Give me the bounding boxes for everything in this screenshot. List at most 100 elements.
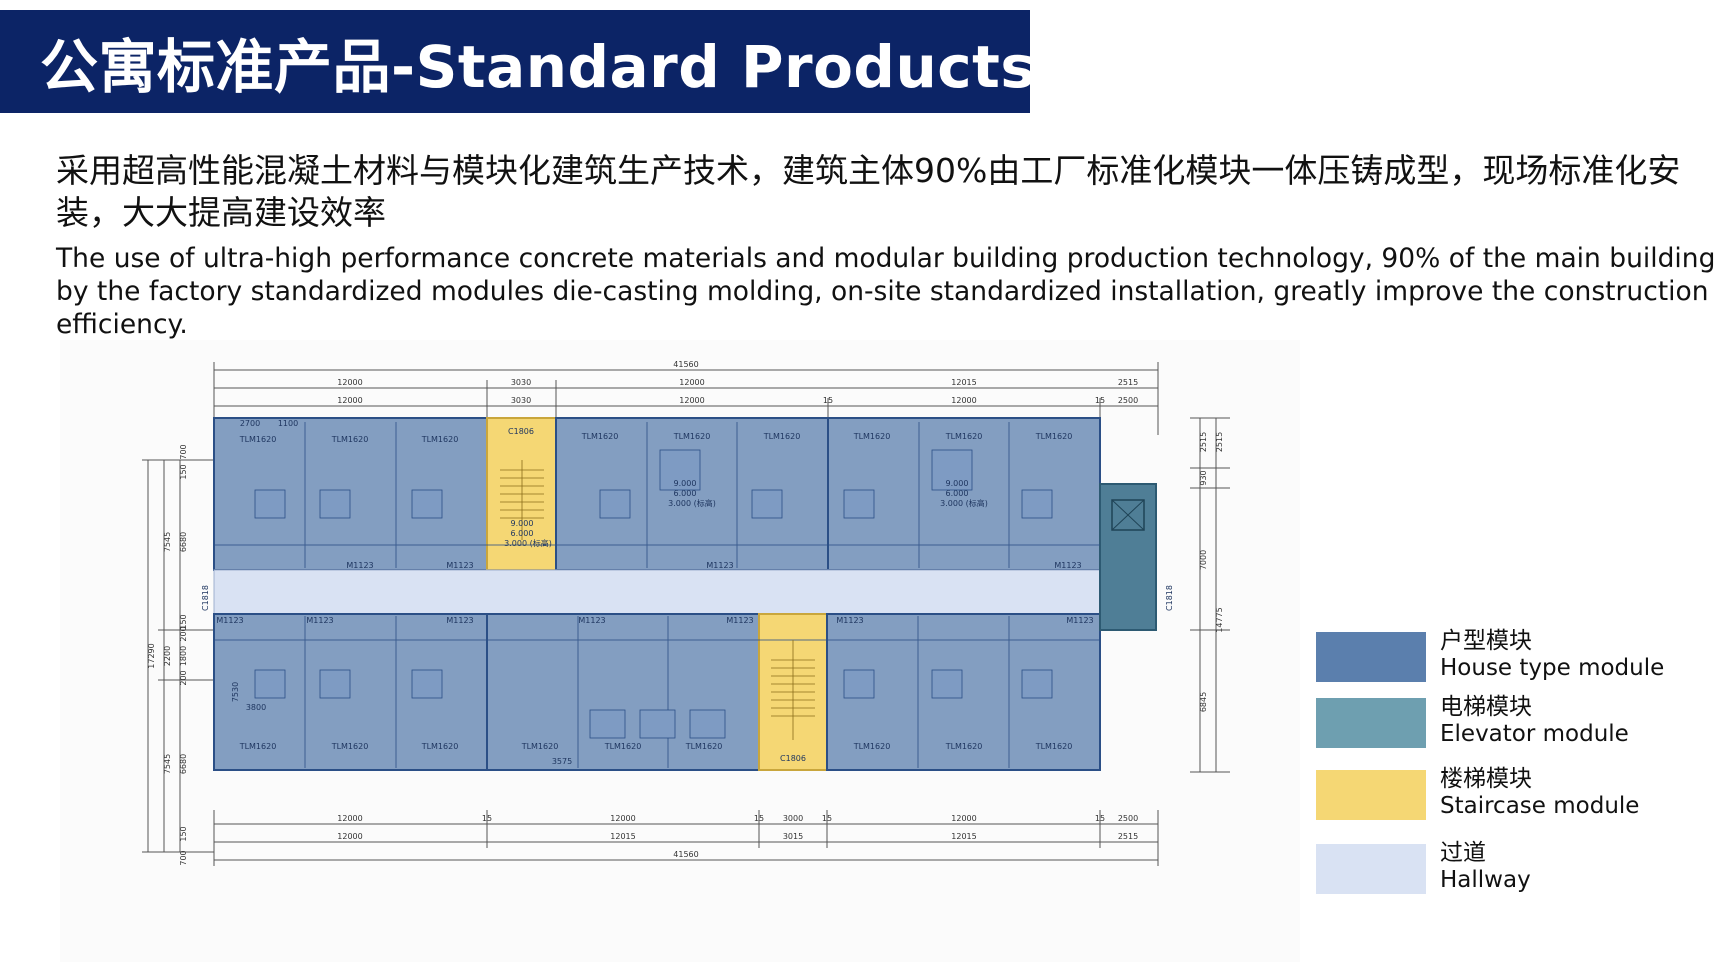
room-label-l8: TLM1620 — [945, 742, 983, 751]
dim-3575: 3575 — [552, 757, 572, 766]
elevator-label: C1818 — [1165, 585, 1174, 611]
elev-room-a-2: 3.000 (标高) — [668, 498, 716, 508]
left-dim-4: 150 — [179, 614, 188, 629]
bottom-dim-r2-3: 12015 — [951, 832, 976, 841]
legend-item-elevator: 电梯模块 Elevator module — [1316, 694, 1716, 750]
door-label-u3: M1123 — [706, 561, 733, 570]
legend-swatch-staircase — [1316, 770, 1426, 820]
dim-1100: 1100 — [278, 419, 298, 428]
right-dim-1: 2515 — [1215, 432, 1224, 452]
legend-hallway-en: Hallway — [1440, 867, 1531, 893]
door-label-u2: M1123 — [446, 561, 473, 570]
left-dim-1: 150 — [179, 464, 188, 479]
furniture — [254, 449, 1053, 739]
legend-swatch-elevator — [1316, 698, 1426, 748]
bottom-dim-r2-0: 12000 — [337, 832, 362, 841]
elev-stair-0: 9.000 — [511, 519, 534, 528]
bottom-dim-total: 41560 — [673, 850, 698, 859]
room-label-u7: TLM1620 — [853, 432, 891, 441]
elev-room-b-1: 6.000 — [946, 489, 969, 498]
door-label-l4: M1123 — [578, 616, 605, 625]
elev-room-b-0: 9.000 — [946, 479, 969, 488]
left-dimensions — [142, 459, 214, 853]
stair-treads — [500, 460, 815, 740]
right-dim-4: 14775 — [1215, 607, 1224, 632]
room-label-u6: TLM1620 — [763, 432, 801, 441]
elevator-module — [1099, 483, 1157, 631]
legend-house-en: House type module — [1440, 655, 1665, 681]
top-dim-r1-3: 12015 — [951, 378, 976, 387]
top-dim-r1-4: 2515 — [1118, 378, 1138, 387]
door-label-l2: M1123 — [306, 616, 333, 625]
door-label-l1: M1123 — [216, 616, 243, 625]
page-title: 公寓标准产品-Standard Products — [40, 32, 1036, 101]
elev-room-b-2: 3.000 (标高) — [940, 498, 988, 508]
legend-item-house: 户型模块 House type module — [1316, 628, 1716, 684]
room-label-u1: TLM1620 — [239, 435, 277, 444]
dim-3800: 3800 — [246, 703, 266, 712]
room-label-l3: TLM1620 — [421, 742, 459, 751]
left-dim-3: 7545 — [163, 532, 172, 552]
top-dim-r2-0: 12000 — [337, 396, 362, 405]
bottom-dim-r2-4: 2515 — [1118, 832, 1138, 841]
top-dim-r2-6: 2500 — [1118, 396, 1138, 405]
room-label-l1: TLM1620 — [239, 742, 277, 751]
top-dimensions — [213, 362, 1159, 435]
bottom-dim-r2-1: 12015 — [610, 832, 635, 841]
left-dim-8: 2200 — [163, 646, 172, 666]
door-label-u4: M1123 — [1054, 561, 1081, 570]
room-label-l4: TLM1620 — [521, 742, 559, 751]
left-dim-10: 6680 — [179, 754, 188, 774]
top-dim-r1-0: 12000 — [337, 378, 362, 387]
bottom-dim-r1-5: 15 — [822, 814, 832, 823]
elevator-shaft — [1111, 499, 1145, 531]
left-dim-13: 700 — [179, 850, 188, 865]
dim-7530: 7530 — [231, 682, 240, 702]
elev-room-a-1: 6.000 — [674, 489, 697, 498]
elev-stair-2: 3.000 (标高) — [504, 538, 552, 548]
legend-hallway-cn: 过道 — [1440, 840, 1486, 866]
door-label-u1: M1123 — [346, 561, 373, 570]
room-label-l9: TLM1620 — [1035, 742, 1073, 751]
room-label-u2: TLM1620 — [331, 435, 369, 444]
bottom-dimensions — [213, 810, 1159, 866]
right-dimensions — [1190, 417, 1230, 773]
room-label-l2: TLM1620 — [331, 742, 369, 751]
room-label-u4: TLM1620 — [581, 432, 619, 441]
door-label-l3: M1123 — [446, 616, 473, 625]
right-dim-3: 7000 — [1199, 550, 1208, 570]
legend-elevator-cn: 电梯模块 — [1440, 694, 1532, 720]
bottom-dim-r1-1: 15 — [482, 814, 492, 823]
elev-room-a-0: 9.000 — [674, 479, 697, 488]
left-dim-7: 200 — [179, 670, 188, 685]
bottom-dim-r1-7: 15 — [1095, 814, 1105, 823]
right-dim-0: 2515 — [1199, 432, 1208, 452]
legend-swatch-hallway — [1316, 844, 1426, 894]
bottom-dim-r1-0: 12000 — [337, 814, 362, 823]
elev-stair-1: 6.000 — [511, 529, 534, 538]
staircase-bottom-label: C1806 — [780, 754, 806, 763]
left-dim-5: 200 — [179, 626, 188, 641]
door-label-l6: M1123 — [836, 616, 863, 625]
top-dim-r2-2: 12000 — [679, 396, 704, 405]
room-partitions — [214, 422, 1100, 768]
bottom-dim-r1-4: 3000 — [783, 814, 803, 823]
right-dim-5: 6845 — [1199, 692, 1208, 712]
room-label-u5: TLM1620 — [673, 432, 711, 441]
legend-item-staircase: 楼梯模块 Staircase module — [1316, 766, 1716, 822]
top-dim-r2-4: 12000 — [951, 396, 976, 405]
description-english: The use of ultra-high performance concre… — [56, 243, 1716, 340]
top-dim-r1-1: 3030 — [511, 378, 531, 387]
left-dim-12: 150 — [179, 826, 188, 841]
bottom-dim-r1-2: 12000 — [610, 814, 635, 823]
right-dim-2: 930 — [1199, 470, 1208, 485]
legend-house-cn: 户型模块 — [1440, 628, 1532, 654]
top-dim-r2-3: 15 — [823, 396, 833, 405]
room-label-u8: TLM1620 — [945, 432, 983, 441]
top-dim-r1-2: 12000 — [679, 378, 704, 387]
bottom-dim-r1-8: 2500 — [1118, 814, 1138, 823]
room-label-l7: TLM1620 — [853, 742, 891, 751]
left-corridor-label: C1818 — [201, 585, 210, 611]
legend-swatch-house — [1316, 632, 1426, 682]
legend-item-hallway: 过道 Hallway — [1316, 840, 1716, 896]
